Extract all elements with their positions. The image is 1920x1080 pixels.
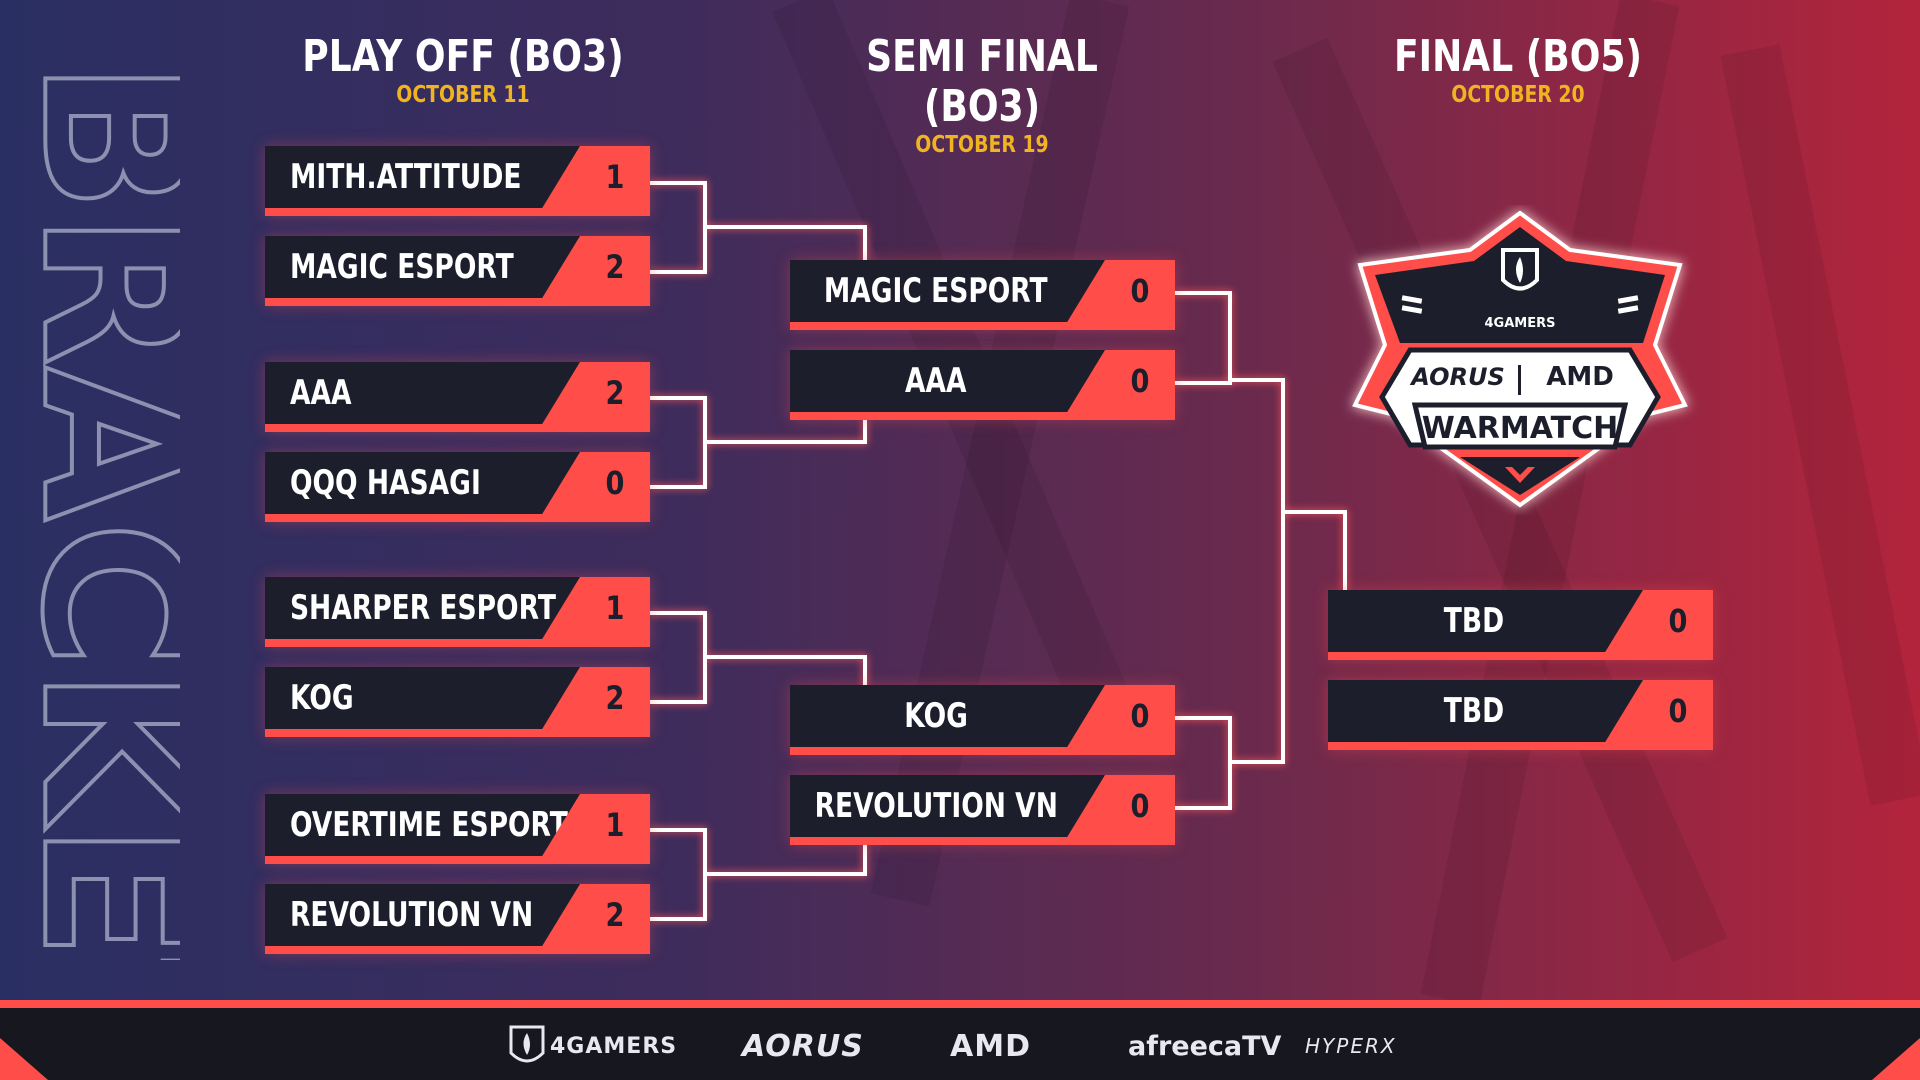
- sponsor-bar: 4GAMERS AORUS AMD afreecaTV HYPERX: [0, 1000, 1920, 1080]
- shield-icon: [509, 1025, 545, 1063]
- column-date: OCTOBER 11: [396, 82, 530, 108]
- team-name: MITH.ATTITUDE: [289, 157, 522, 197]
- semifinal-team-1: MAGIC ESPORT 0: [790, 260, 1175, 330]
- team-score: 2: [605, 896, 625, 934]
- logo-brand-left: AORUS: [1409, 363, 1505, 391]
- team-score: 0: [1668, 692, 1688, 730]
- sponsor-afreecatv: afreecaTV: [1128, 1022, 1281, 1070]
- side-title: BRACKET: [20, 58, 180, 960]
- team-score: 1: [605, 158, 625, 196]
- side-title-text: BRACKET: [20, 60, 180, 960]
- team-score: 1: [605, 589, 625, 627]
- final-team-1: TBD 0: [1328, 590, 1713, 660]
- column-header-playoff: PLAY OFF (BO3) OCTOBER 11: [253, 31, 673, 109]
- playoff-team-4: QQQ HASAGI 0: [265, 452, 650, 522]
- logo-brand-right: AMD: [1546, 362, 1614, 392]
- playoff-team-2: MAGIC ESPORT 2: [265, 236, 650, 306]
- playoff-team-8: REVOLUTION VN 2: [265, 884, 650, 954]
- team-score: 2: [605, 248, 625, 286]
- team-score: 0: [1130, 697, 1150, 735]
- playoff-team-3: AAA 2: [265, 362, 650, 432]
- column-date: OCTOBER 20: [1451, 82, 1585, 108]
- final-team-2: TBD 0: [1328, 680, 1713, 750]
- sponsor-amd: AMD: [950, 1022, 1031, 1070]
- sponsor-label: afreecaTV: [1128, 1030, 1282, 1062]
- team-score: 0: [1668, 602, 1688, 640]
- column-title: PLAY OFF (BO3): [302, 31, 624, 82]
- semifinal-team-3: KOG 0: [790, 685, 1175, 755]
- footer-corner-left: [0, 1038, 48, 1080]
- column-title: SEMI FINAL (BO3): [866, 31, 1098, 132]
- logo-banner-text: WARMATCH: [1422, 411, 1618, 446]
- semifinal-team-2: AAA 0: [790, 350, 1175, 420]
- sponsor-aorus: AORUS: [742, 1022, 864, 1070]
- team-score: 0: [1130, 362, 1150, 400]
- valorant-icon: [1505, 467, 1535, 483]
- team-name: REVOLUTION VN: [814, 786, 1058, 826]
- team-name: KOG: [289, 678, 354, 718]
- team-name: MAGIC ESPORT: [823, 271, 1048, 311]
- team-name: KOG: [903, 696, 968, 736]
- sponsor-hyperx: HYPERX: [1305, 1022, 1397, 1070]
- team-score: 0: [1130, 787, 1150, 825]
- column-title: FINAL (BO5): [1394, 31, 1642, 82]
- team-name: OVERTIME ESPORT: [289, 805, 568, 845]
- sponsor-label: AMD: [950, 1028, 1031, 1064]
- team-name: AAA: [289, 373, 352, 413]
- team-score: 1: [605, 806, 625, 844]
- event-logo: 4GAMERS AORUS AMD WARMATCH: [1352, 210, 1688, 508]
- column-header-semifinal: SEMI FINAL (BO3) OCTOBER 19: [772, 31, 1192, 159]
- sponsor-4gamers: 4GAMERS: [508, 1022, 677, 1070]
- playoff-team-6: KOG 2: [265, 667, 650, 737]
- sponsor-label: 4GAMERS: [550, 1033, 678, 1059]
- team-score: 2: [605, 679, 625, 717]
- team-name: MAGIC ESPORT: [289, 247, 514, 287]
- footer-corner-right: [1872, 1038, 1920, 1080]
- team-name: TBD: [1443, 601, 1504, 641]
- team-score: 2: [605, 374, 625, 412]
- team-score: 0: [1130, 272, 1150, 310]
- team-name: TBD: [1443, 691, 1504, 731]
- playoff-team-5: SHARPER ESPORT 1: [265, 577, 650, 647]
- sponsor-label: AORUS: [742, 1028, 864, 1064]
- playoff-team-1: MITH.ATTITUDE 1: [265, 146, 650, 216]
- playoff-team-7: OVERTIME ESPORT 1: [265, 794, 650, 864]
- team-name: QQQ HASAGI: [289, 463, 481, 503]
- column-date: OCTOBER 19: [915, 132, 1049, 158]
- semifinal-team-4: REVOLUTION VN 0: [790, 775, 1175, 845]
- shield-icon: [1501, 248, 1539, 291]
- team-score: 0: [605, 464, 625, 502]
- team-name: REVOLUTION VN: [289, 895, 534, 935]
- logo-top-text: 4GAMERS: [1485, 316, 1556, 331]
- team-name: SHARPER ESPORT: [289, 588, 556, 628]
- sponsor-label: HYPERX: [1305, 1034, 1397, 1058]
- team-name: AAA: [905, 361, 967, 401]
- column-header-final: FINAL (BO5) OCTOBER 20: [1308, 31, 1728, 109]
